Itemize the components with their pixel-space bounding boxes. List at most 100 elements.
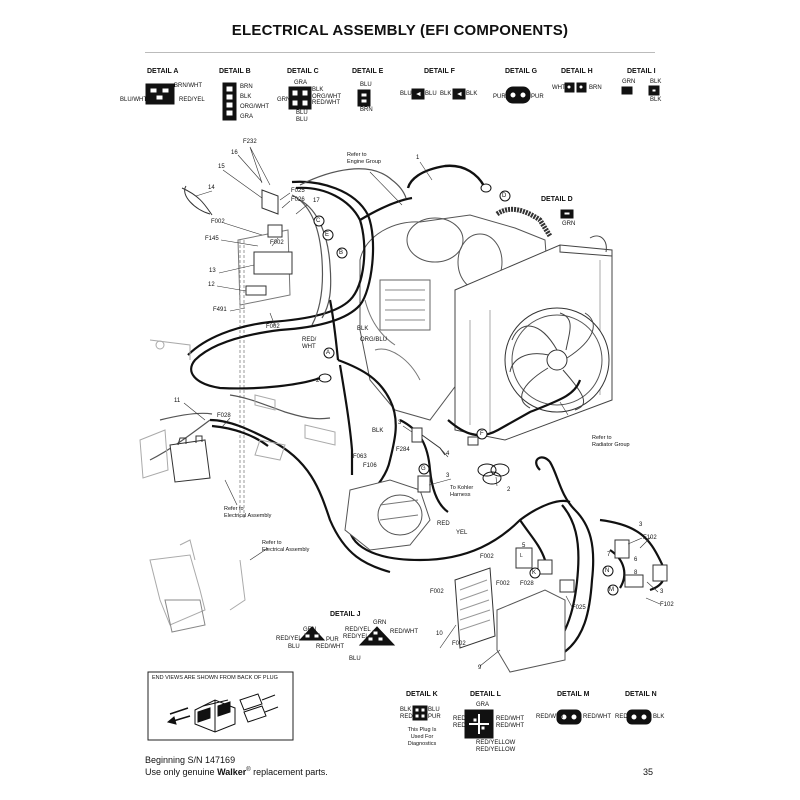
callout: F491 bbox=[213, 307, 227, 313]
end-views-note: END VIEWS ARE SHOWN FROM BACK OF PLUG bbox=[152, 675, 278, 681]
detail-b-connector-icon bbox=[222, 82, 237, 121]
detail-g-label: DETAIL G bbox=[505, 68, 538, 75]
detail-c-wire: BLU bbox=[296, 117, 308, 123]
detail-j-wire: GRN bbox=[303, 627, 317, 633]
detail-b-wire: BLK bbox=[240, 94, 252, 100]
callout: 7 bbox=[607, 552, 611, 558]
detail-c-wire: RED/WHT bbox=[312, 100, 340, 106]
callout: F145 bbox=[205, 236, 219, 242]
callout: 10 bbox=[436, 631, 443, 637]
detail-e-connector-icon bbox=[357, 89, 371, 107]
wire-label: RED bbox=[437, 521, 450, 527]
callout: 6 bbox=[634, 557, 638, 563]
detail-j-wire: RED/WHT bbox=[390, 629, 418, 635]
callout: F028 bbox=[520, 581, 534, 587]
callout: F002 bbox=[496, 581, 510, 587]
detail-j-wire: RED/YEL bbox=[345, 627, 371, 633]
footer-registered-mark: ® bbox=[246, 767, 251, 773]
page-number: 35 bbox=[643, 767, 654, 777]
detail-c-connector-icon bbox=[288, 86, 312, 110]
detail-j-wire: PUR bbox=[326, 637, 339, 643]
detail-k-connector-icon bbox=[412, 705, 428, 721]
detail-f-connector-icon bbox=[411, 88, 466, 100]
detail-g-wire: PUR bbox=[531, 94, 544, 100]
callout: 11 bbox=[174, 398, 181, 404]
callout: 3 bbox=[639, 522, 643, 528]
title-rule bbox=[145, 52, 655, 53]
callout-letter: M bbox=[609, 587, 614, 593]
callout: F025 bbox=[291, 188, 305, 194]
detail-c-wire: BLK bbox=[312, 87, 324, 93]
detail-j-connector-icon bbox=[298, 626, 396, 646]
detail-m-wire: RED/WHT bbox=[536, 714, 564, 720]
detail-g-wire: PUR bbox=[493, 94, 506, 100]
callout: F002 bbox=[430, 589, 444, 595]
detail-c-label: DETAIL C bbox=[287, 68, 319, 75]
callout: F002 bbox=[480, 554, 494, 560]
callout: 16 bbox=[231, 150, 238, 156]
footer-usage-suffix: replacement parts. bbox=[250, 767, 328, 777]
callout-letter: C bbox=[316, 218, 321, 224]
callout: F106 bbox=[363, 463, 377, 469]
detail-e-wire: BLU bbox=[360, 82, 372, 88]
detail-f-wire: BLU bbox=[400, 91, 412, 97]
detail-i-wire: BLK bbox=[650, 97, 662, 103]
footer-brand: Walker bbox=[217, 767, 247, 777]
detail-b-wire: GRA bbox=[240, 114, 254, 120]
detail-f-wire: BLK bbox=[440, 91, 452, 97]
note-electrical-1: Refer to Electrical Assembly bbox=[224, 506, 272, 519]
detail-l-connector-icon bbox=[464, 709, 494, 739]
detail-k-note: This Plug Is Used For Diagnostics bbox=[407, 727, 437, 747]
callout-letter: D bbox=[502, 193, 507, 199]
callout: F002 bbox=[452, 641, 466, 647]
page-title: ELECTRICAL ASSEMBLY (EFI COMPONENTS) bbox=[231, 22, 569, 39]
detail-k-wire: PUR bbox=[428, 714, 441, 720]
callout: 3 bbox=[398, 420, 402, 426]
detail-d-label: DETAIL D bbox=[541, 196, 573, 203]
callout: F028 bbox=[217, 413, 231, 419]
detail-i-wire: BLK bbox=[650, 79, 662, 85]
note-radiator: Refer to Radiator Group bbox=[592, 435, 630, 448]
callout: 12 bbox=[208, 282, 215, 288]
detail-n-connector-icon bbox=[626, 709, 652, 725]
detail-j-wire: RED/WHT bbox=[316, 644, 344, 650]
callout-letter: K bbox=[532, 570, 537, 576]
callout: F002 bbox=[211, 219, 225, 225]
detail-a-wire: BRN/WHT bbox=[174, 83, 202, 89]
detail-l-wire: GRA bbox=[476, 702, 490, 708]
detail-k-label: DETAIL K bbox=[406, 691, 438, 698]
detail-h-connector-icon bbox=[564, 82, 587, 93]
callout: 3 bbox=[446, 473, 450, 479]
callout-letter: B bbox=[339, 250, 344, 256]
detail-a-label: DETAIL A bbox=[147, 68, 179, 75]
detail-a-wire: BLU/WHT bbox=[120, 97, 147, 103]
detail-i-label: DETAIL I bbox=[627, 68, 656, 75]
detail-k-wire: RED bbox=[400, 714, 413, 720]
detail-d-connector-icon bbox=[560, 209, 574, 219]
detail-d-wire: GRN bbox=[562, 221, 576, 227]
detail-j-wire: GRN bbox=[373, 620, 387, 626]
detail-i-wire: GRN bbox=[622, 79, 636, 85]
callout: F002 bbox=[266, 324, 280, 330]
footer-usage-prefix: Use only genuine bbox=[145, 767, 218, 777]
detail-b-label: DETAIL B bbox=[219, 68, 251, 75]
callout-letter: L bbox=[520, 553, 523, 559]
detail-e-label: DETAIL E bbox=[352, 68, 384, 75]
callout: F232 bbox=[243, 139, 257, 145]
wire-label: ORG/BLU bbox=[360, 337, 388, 343]
callout: 15 bbox=[218, 164, 225, 170]
detail-h-label: DETAIL H bbox=[561, 68, 593, 75]
detail-h-wire: WHT bbox=[552, 85, 566, 91]
callout: 1 bbox=[416, 155, 420, 161]
wire-label: BLK bbox=[357, 326, 369, 332]
detail-i-connector-icon bbox=[621, 85, 660, 96]
end-view-plug-illustration bbox=[147, 671, 294, 741]
detail-b-wire: ORG/WHT bbox=[240, 104, 269, 110]
detail-l-wire: RED/WHT bbox=[496, 716, 524, 722]
callout: F025 bbox=[572, 605, 586, 611]
detail-j-label: DETAIL J bbox=[330, 611, 361, 618]
detail-f-wire: BLU bbox=[425, 91, 437, 97]
callout: 2 bbox=[316, 378, 320, 384]
detail-c-wire: ORG/WHT bbox=[312, 94, 341, 100]
